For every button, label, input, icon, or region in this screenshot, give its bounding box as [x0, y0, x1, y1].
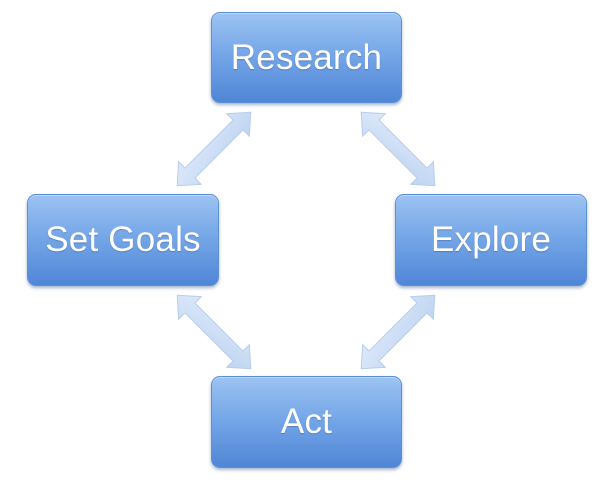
arrow-research-setgoals — [176, 111, 252, 187]
node-research: Research — [211, 12, 402, 103]
double-arrow-shape — [176, 111, 252, 187]
double-arrow-shape — [360, 111, 436, 187]
node-act: Act — [211, 376, 402, 468]
node-set-goals-label: Set Goals — [45, 220, 201, 259]
double-arrow-shape — [360, 294, 436, 370]
double-arrow-shape — [176, 294, 252, 370]
arrow-explore-act — [360, 294, 436, 370]
node-explore-label: Explore — [430, 220, 552, 259]
node-explore: Explore — [395, 194, 587, 286]
node-set-goals: Set Goals — [27, 194, 219, 286]
node-act-label: Act — [280, 402, 333, 441]
arrow-setgoals-act — [176, 294, 252, 370]
node-research-label: Research — [230, 37, 383, 77]
arrow-research-explore — [360, 111, 436, 187]
